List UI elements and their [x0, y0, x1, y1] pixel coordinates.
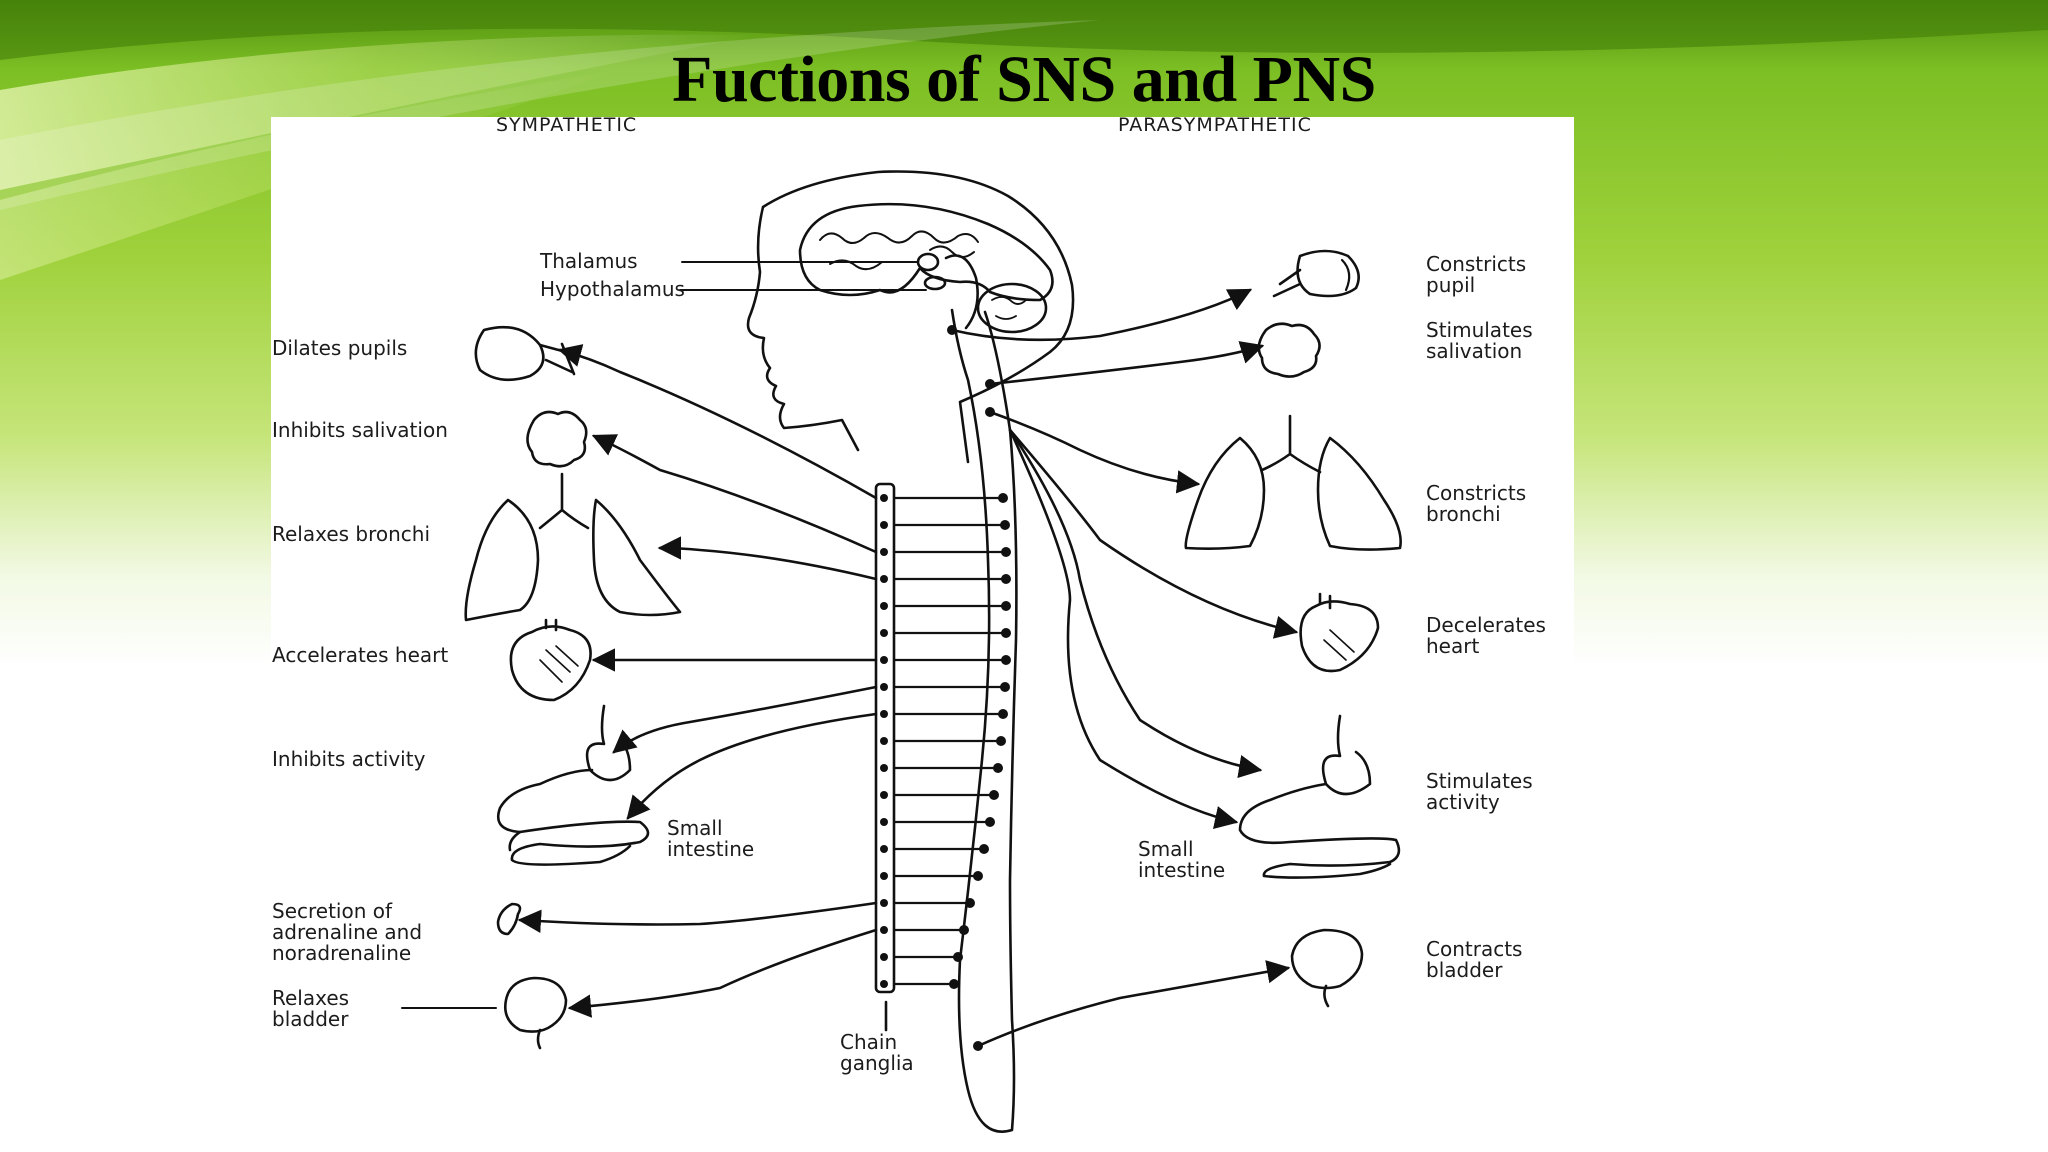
parasympathetic-effect-bronchi: Constricts bronchi: [1426, 481, 1533, 526]
parasympathetic-effect-pupil: Constricts pupil: [1426, 252, 1533, 297]
sympathetic-effect-bronchi: Relaxes bronchi: [272, 522, 430, 546]
left-stomach-intestine-icon: [496, 704, 650, 866]
sympathetic-pathways: [517, 344, 878, 1018]
sympathetic-effect-salivation: Inhibits salivation: [272, 418, 448, 442]
left-lungs-icon: [464, 472, 682, 622]
sympathetic-effect-bladder: Relaxes bladder: [272, 986, 355, 1031]
left-heart-icon: [509, 618, 592, 702]
right-stomach-intestine-icon: [1238, 714, 1401, 879]
small-intestine-label-right: Small intestine: [1138, 837, 1225, 882]
parasympathetic-effect-digestion: Stimulates activity: [1426, 769, 1539, 814]
parasympathetic-pathways: [950, 288, 1299, 1048]
brain-icon: [798, 202, 1054, 302]
right-bladder-icon: [1290, 928, 1364, 1008]
right-eye-icon: [1272, 249, 1360, 298]
parasympathetic-effect-heart: Decelerates heart: [1426, 613, 1552, 658]
spinal-cord: [950, 308, 1018, 1133]
head-outline: [746, 170, 1075, 464]
parasympathetic-effect-bladder: Contracts bladder: [1426, 937, 1529, 982]
sympathetic-effect-digestion: Inhibits activity: [272, 747, 426, 771]
parasympathetic-header: PARASYMPATHETIC: [1118, 114, 1312, 136]
left-salivary-gland-icon: [526, 410, 588, 468]
sympathetic-effect-heart: Accelerates heart: [272, 643, 448, 667]
right-salivary-gland-icon: [1257, 322, 1321, 378]
left-eye-icon: [474, 325, 576, 382]
small-intestine-label-left: Small intestine: [667, 816, 754, 861]
sympathetic-effect-adrenaline: Secretion of adrenaline and noradrenalin…: [272, 899, 428, 965]
chain-ganglia: [874, 325, 1011, 1051]
right-heart-icon: [1299, 592, 1380, 673]
sympathetic-effect-pupils: Dilates pupils: [272, 336, 407, 360]
adrenal-gland-icon: [496, 902, 522, 936]
thalamus-label: Thalamus: [539, 249, 638, 273]
hypothalamus-label: Hypothalamus: [540, 277, 685, 301]
right-lungs-icon: [1184, 414, 1402, 551]
chain-ganglia-label: Chain ganglia: [840, 1030, 914, 1075]
left-bladder-icon: [504, 976, 568, 1050]
brain-leader-lines: [679, 261, 927, 291]
sympathetic-header: SYMPATHETIC: [496, 114, 637, 136]
thalamus-icon: [916, 252, 940, 272]
slide-title: Fuctions of SNS and PNS: [672, 43, 1376, 116]
parasympathetic-effect-salivation: Stimulates salivation: [1426, 318, 1539, 363]
